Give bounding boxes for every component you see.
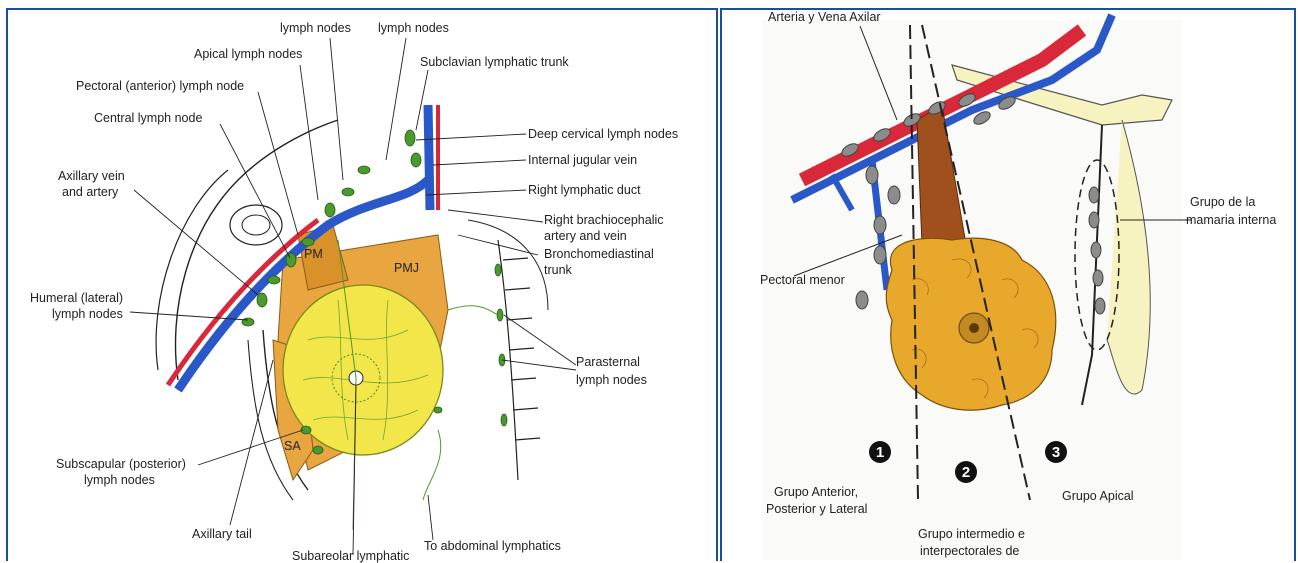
internal-jugular-vein [428, 105, 430, 210]
label-axillary-tail: Axillary tail [192, 527, 252, 541]
label-axillary-vein-1: Axillary vein [58, 169, 125, 183]
label-humeral-2: lymph nodes [52, 307, 123, 321]
label-grupo-mamaria-2: mamaria interna [1186, 213, 1276, 227]
label-humeral-1: Humeral (lateral) [30, 291, 123, 305]
label-abdominal-lymphatics: To abdominal lymphatics [424, 539, 561, 553]
label-pmj: PMJ [394, 261, 419, 275]
humeral-head [230, 205, 282, 245]
label-grupo-apical: Grupo Apical [1062, 489, 1134, 503]
label-grupo-mamaria-1: Grupo de la [1190, 195, 1255, 209]
label-grupo-anterior-2: Posterior y Lateral [766, 502, 867, 516]
label-pectoral-node: Pectoral (anterior) lymph node [76, 79, 244, 93]
label-subclavian-trunk: Subclavian lymphatic trunk [420, 55, 569, 69]
label-broncho-1: Bronchomediastinal [544, 247, 654, 261]
label-right-brachio-2: artery and vein [544, 229, 627, 243]
label-parasternal-2: lymph nodes [576, 373, 647, 387]
label-axillary-vein-2: and artery [62, 185, 119, 199]
label-parasternal-1: Parasternal [576, 355, 640, 369]
label-central-node: Central lymph node [94, 111, 202, 125]
label-subscapular-1: Subscapular (posterior) [56, 457, 186, 471]
label-pectoral-menor: Pectoral menor [760, 273, 845, 287]
label-lymph-nodes-1: lymph nodes [280, 21, 351, 35]
label-pm: PM [304, 247, 323, 261]
label-apical-lymph-nodes: Apical lymph nodes [194, 47, 302, 61]
label-grupo-anterior-1: Grupo Anterior, [774, 485, 858, 499]
label-grupo-intermedio-2: interpectorales de [920, 544, 1019, 558]
label-deep-cervical: Deep cervical lymph nodes [528, 127, 678, 141]
label-subscapular-2: lymph nodes [84, 473, 155, 487]
label-right-lymphatic-duct: Right lymphatic duct [528, 183, 641, 197]
label-arteria-vena-axilar: Arteria y Vena Axilar [768, 10, 881, 24]
group-number-3: 3 [1052, 444, 1060, 461]
label-sa: SA [284, 439, 301, 453]
breast-lymphatics-illustration: lymph nodes lymph nodes Apical lymph nod… [8, 10, 720, 563]
left-diagram-panel: lymph nodes lymph nodes Apical lymph nod… [6, 8, 718, 561]
group-number-2: 2 [962, 464, 970, 481]
label-internal-jugular: Internal jugular vein [528, 153, 637, 167]
nipple [969, 323, 979, 333]
group-number-1: 1 [876, 444, 884, 461]
axillary-groups-illustration: 1 2 3 Arteria y Vena Axilar Pectoral men… [722, 10, 1298, 563]
label-grupo-intermedio-1: Grupo intermedio e [918, 527, 1025, 541]
label-lymph-nodes-2: lymph nodes [378, 21, 449, 35]
label-right-brachio-1: Right brachiocephalic [544, 213, 664, 227]
label-broncho-2: trunk [544, 263, 573, 277]
right-diagram-panel: 1 2 3 Arteria y Vena Axilar Pectoral men… [720, 8, 1296, 561]
